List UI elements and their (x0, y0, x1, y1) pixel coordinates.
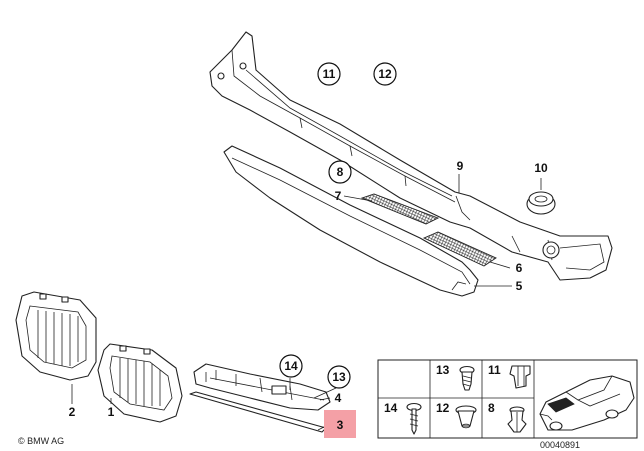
vehicle-location-thumbnail (539, 375, 635, 431)
callout-8-label: 8 (337, 165, 344, 179)
fastener-12-label: 12 (436, 401, 450, 415)
kidney-grille-left-part-2[interactable] (15, 291, 97, 381)
callout-7-label: 7 (335, 189, 342, 203)
mesh-filter-part-6[interactable] (422, 231, 497, 267)
copyright-text: © BMW AG (18, 436, 64, 446)
callout-9[interactable]: 9 (457, 159, 464, 173)
cowl-panel-part[interactable] (209, 31, 613, 281)
mesh-filter-part-7[interactable] (360, 193, 440, 225)
leader-lines (71, 174, 542, 431)
callout-5-label: 5 (516, 279, 523, 293)
callout-2[interactable]: 2 (69, 405, 76, 419)
callout-13[interactable]: 13 (327, 365, 351, 389)
callout-6-label: 6 (516, 261, 523, 275)
callout-1[interactable]: 1 (108, 405, 115, 419)
grommet-part-10[interactable] (526, 191, 556, 215)
callout-11[interactable]: 11 (317, 62, 341, 86)
cowl-grille-strip-part[interactable] (223, 145, 479, 297)
fastener-14-label: 14 (384, 401, 398, 415)
fastener-8-label: 8 (488, 401, 495, 415)
fastener-13-label: 13 (436, 363, 450, 377)
callout-11-label: 11 (323, 67, 336, 81)
callout-5[interactable]: 5 (516, 279, 523, 293)
callout-4[interactable]: 4 (335, 391, 342, 405)
callout-2-label: 2 (69, 405, 76, 419)
callout-10-label: 10 (534, 161, 548, 175)
fastener-11-cell[interactable]: 11 (488, 363, 531, 389)
callout-1-label: 1 (108, 405, 115, 419)
callout-14-label: 14 (284, 359, 298, 373)
callout-7[interactable]: 7 (335, 189, 342, 203)
callout-10[interactable]: 10 (534, 161, 548, 175)
air-guide-bracket-part-4[interactable] (193, 363, 331, 411)
callout-9-label: 9 (457, 159, 464, 173)
callout-3-highlighted[interactable]: 3 (324, 410, 356, 438)
fastener-11-label: 11 (488, 363, 501, 377)
fastener-14-cell[interactable]: 14 (384, 401, 422, 435)
kidney-grille-right-part-1[interactable] (97, 343, 183, 423)
callout-8[interactable]: 8 (328, 160, 352, 184)
drawing-number: 00040891 (540, 440, 580, 450)
callout-6[interactable]: 6 (516, 261, 523, 275)
callout-14[interactable]: 14 (279, 354, 303, 378)
callout-12[interactable]: 12 (373, 62, 397, 86)
fastener-13-cell[interactable]: 13 (436, 363, 475, 391)
callout-3-label: 3 (337, 418, 344, 432)
callout-12-label: 12 (378, 67, 392, 81)
fastener-12-cell[interactable]: 12 (436, 401, 477, 429)
callout-13-label: 13 (332, 370, 346, 384)
callout-4-label: 4 (335, 391, 342, 405)
fastener-8-cell[interactable]: 8 (488, 401, 527, 433)
